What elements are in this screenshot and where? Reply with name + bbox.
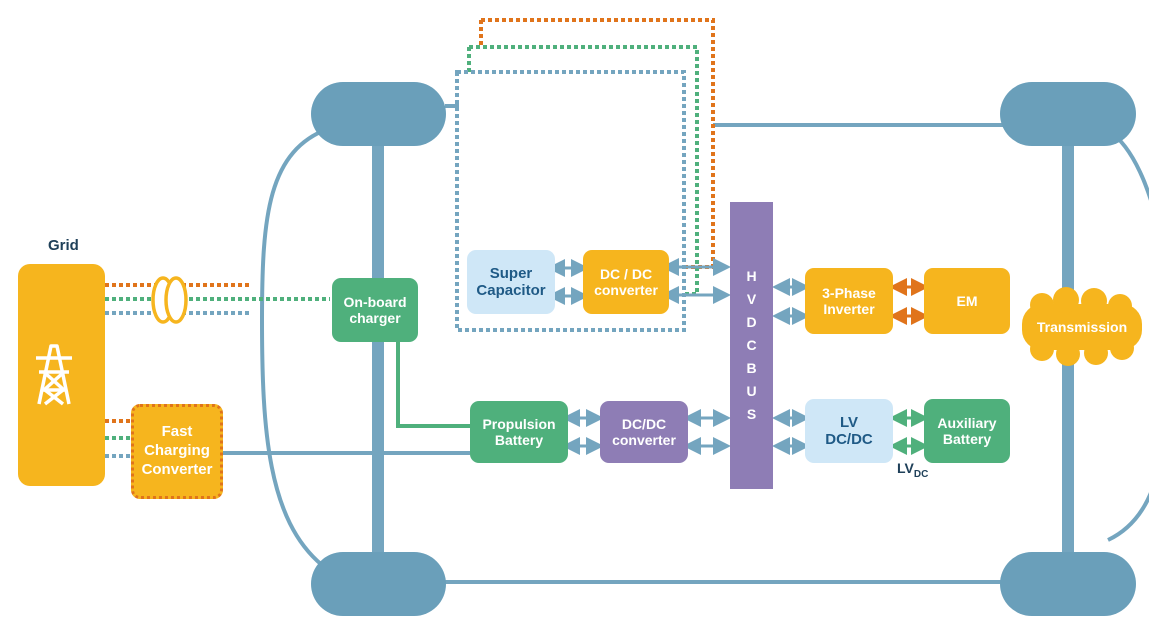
dc-dc-converter-bottom-label: DC/DC converter xyxy=(612,415,676,448)
transformer-icon xyxy=(151,276,188,324)
axle xyxy=(372,115,1074,570)
lv-dc-dc-label: LV DC/DC xyxy=(825,413,873,448)
super-capacitor-label: Super Capacitor xyxy=(476,264,546,299)
on-board-charger-box: On-board charger xyxy=(332,278,418,342)
fast-charging-converter-box: Fast Charging Converter xyxy=(131,404,223,499)
propulsion-battery-box: Propulsion Battery xyxy=(470,401,568,463)
auxiliary-battery-label: Auxiliary Battery xyxy=(937,414,997,447)
em-label: EM xyxy=(956,292,978,309)
super-capacitor-box: Super Capacitor xyxy=(467,250,555,314)
lv-dc-dc-box: LV DC/DC xyxy=(805,399,893,463)
three-phase-inverter-box: 3-Phase Inverter xyxy=(805,268,893,334)
energy-arrow xyxy=(547,258,929,455)
dc-dc-converter-top-box: DC / DC converter xyxy=(583,250,669,314)
dc-dc-converter-bottom-box: DC/DC converter xyxy=(600,401,688,463)
hv-dc-bus-label: H V D C B U S xyxy=(746,268,757,422)
transmission-shape xyxy=(1022,287,1142,366)
grid-label: Grid xyxy=(48,237,79,254)
power-tower-icon xyxy=(36,344,72,406)
propulsion-battery-label: Propulsion Battery xyxy=(482,415,556,448)
hv-dc-bus: H V D C B U S xyxy=(730,202,773,489)
on-board-charger-label: On-board charger xyxy=(343,293,407,326)
lv-dc-label: LVDC xyxy=(897,460,928,480)
transmission-label: Transmission xyxy=(1036,318,1128,335)
fast-charging-converter-label: Fast Charging Converter xyxy=(141,423,213,478)
transmission-box: Transmission xyxy=(1018,306,1146,348)
lv-dc-subscript: DC xyxy=(913,468,929,480)
lv-dc-main: LV xyxy=(897,460,914,476)
vehicle-frame xyxy=(220,104,1149,584)
auxiliary-battery-box: Auxiliary Battery xyxy=(924,399,1010,463)
dc-dc-converter-top-label: DC / DC converter xyxy=(594,265,658,298)
em-box: EM xyxy=(924,268,1010,334)
charger-link xyxy=(396,342,472,428)
three-phase-inverter-label: 3-Phase Inverter xyxy=(822,284,876,317)
wheel xyxy=(311,82,1136,616)
